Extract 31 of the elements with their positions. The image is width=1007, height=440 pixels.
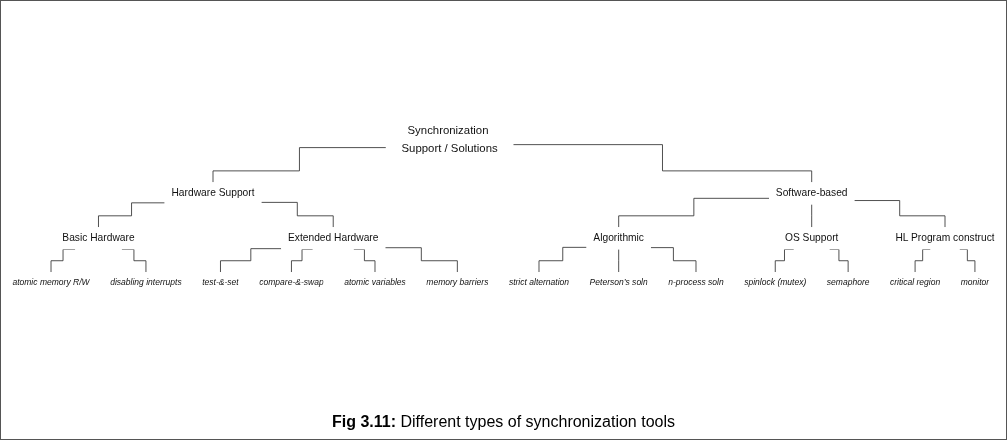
connector <box>212 147 387 183</box>
node-text: n-process soln <box>668 276 724 287</box>
node-text: Hardware Support <box>171 187 255 199</box>
connector <box>512 144 813 183</box>
node-text: Synchronization Support / Solutions <box>401 124 498 154</box>
connector <box>618 197 770 228</box>
node-text: monitor <box>960 276 990 287</box>
node-text: atomic variables <box>344 276 406 287</box>
node-text: Software-based <box>775 187 848 199</box>
node-text: disabling interrupts <box>110 276 182 287</box>
connector <box>853 199 946 228</box>
connector <box>538 246 587 273</box>
connector <box>260 201 334 228</box>
node-text: critical region <box>889 276 941 287</box>
node-text: Peterson’s soln <box>589 276 648 287</box>
connector <box>98 202 166 228</box>
connector <box>220 248 282 273</box>
connector <box>650 247 697 273</box>
node-text: semaphore <box>826 276 870 287</box>
connector <box>811 203 813 228</box>
node-text: HL Program construct <box>895 232 995 244</box>
node-text: atomic memory R/W <box>12 276 90 287</box>
node-text: compare-&-swap <box>259 276 324 287</box>
node-text: test-&-set <box>202 276 239 287</box>
figure-caption: Fig 3.11: Different types of synchronization tools <box>332 413 675 431</box>
connector <box>384 247 458 273</box>
node-text: memory barriers <box>426 276 489 287</box>
node-text: Algorithmic <box>593 232 644 244</box>
node-text: spinlock (mutex) <box>744 276 807 287</box>
connector <box>618 248 620 273</box>
node-text: strict alternation <box>508 276 570 287</box>
